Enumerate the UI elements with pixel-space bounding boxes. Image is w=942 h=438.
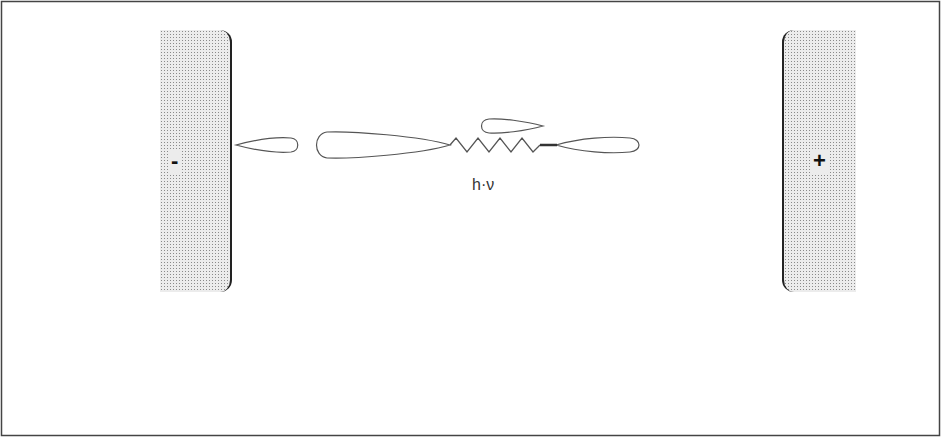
polarity-sign: - [168, 149, 181, 173]
orbital-lobe [556, 137, 639, 152]
cathode-electrode: - [160, 30, 232, 292]
polarity-sign: + [810, 149, 829, 173]
bond-line [540, 144, 557, 147]
orbital-lobe [482, 119, 544, 133]
orbital-lobe [317, 132, 451, 158]
anode-electrode: + [782, 30, 856, 292]
photon-wave [450, 138, 540, 152]
photon-energy-label: h·ν [470, 175, 496, 194]
orbital-lobe [236, 138, 298, 152]
